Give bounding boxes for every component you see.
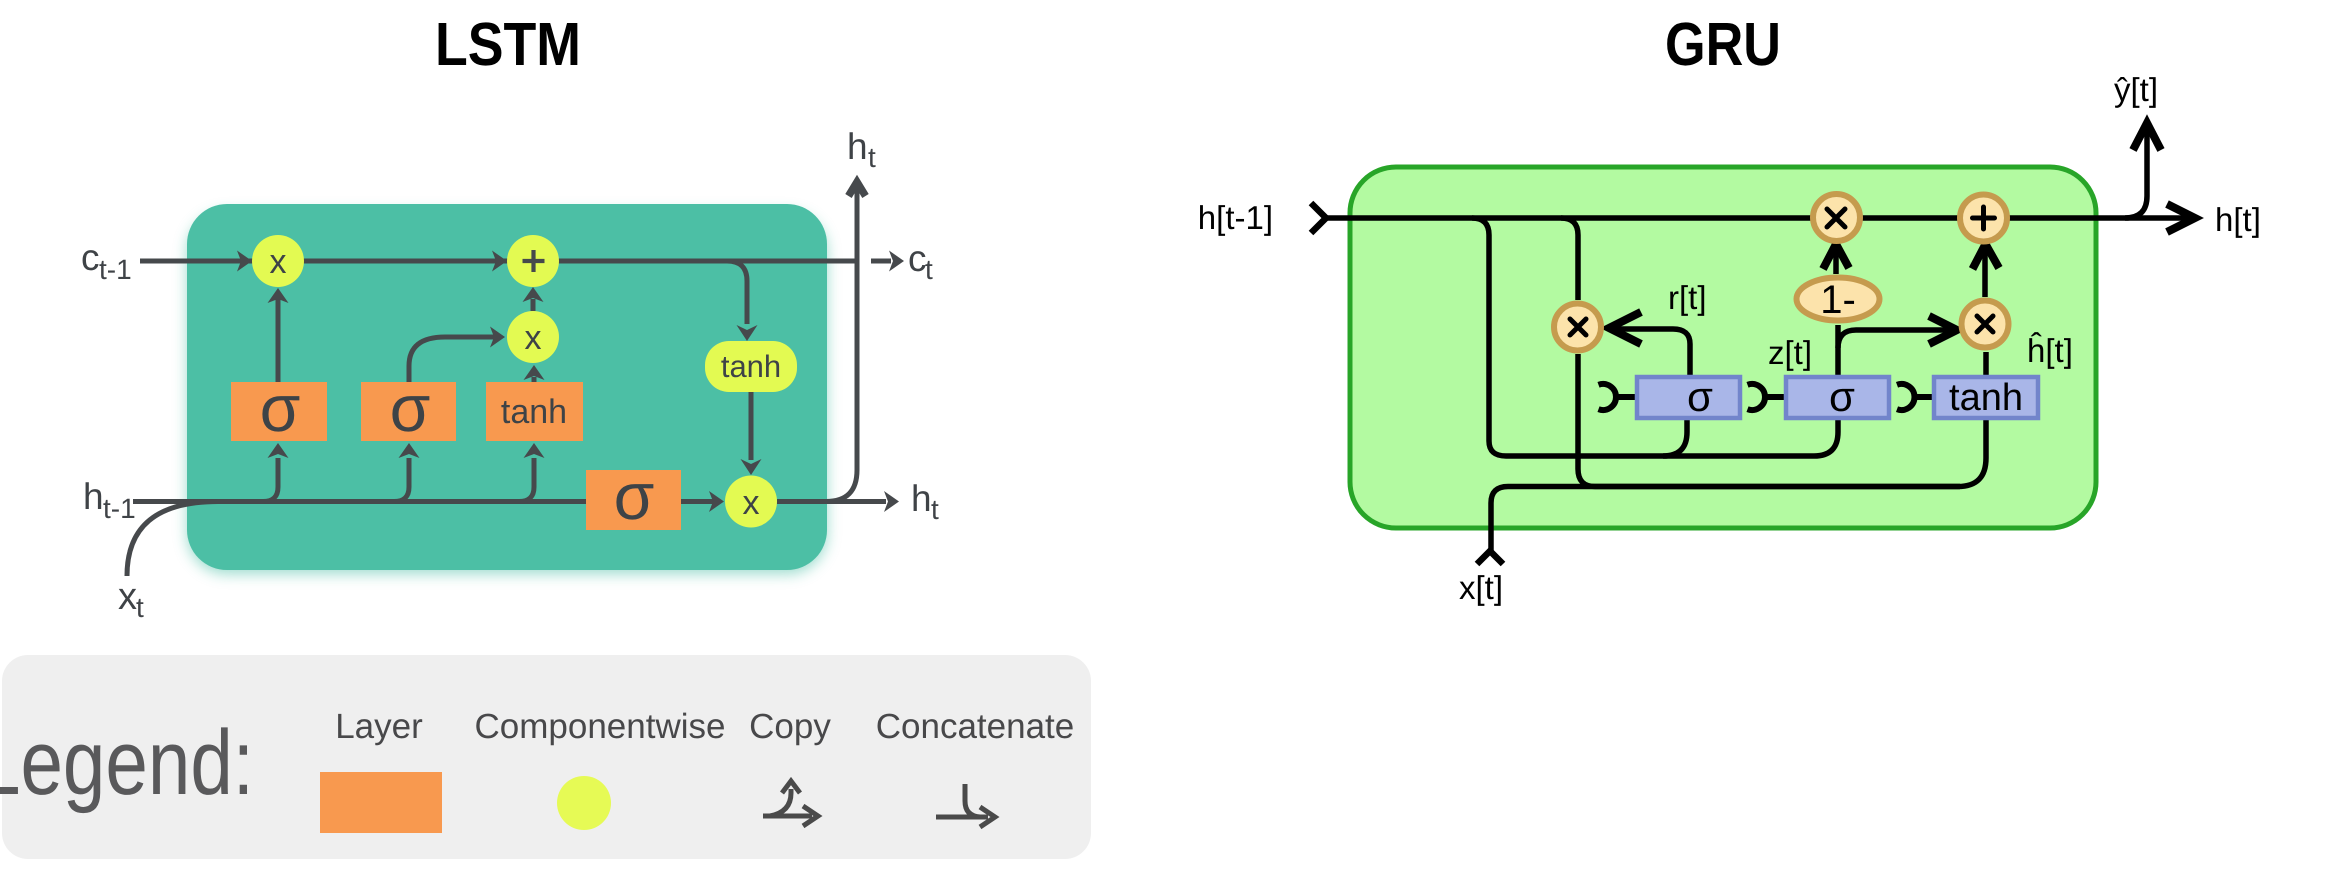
svg-text:σ: σ bbox=[1687, 373, 1713, 420]
svg-text:t: t bbox=[925, 254, 933, 285]
svg-text:tanh: tanh bbox=[1949, 377, 2023, 419]
svg-text:Concatenate: Concatenate bbox=[876, 707, 1074, 746]
svg-text:h[t]: h[t] bbox=[2215, 201, 2261, 238]
svg-text:ŷ[t]: ŷ[t] bbox=[2114, 71, 2158, 108]
svg-text:LSTM: LSTM bbox=[435, 10, 581, 78]
svg-text:r[t]: r[t] bbox=[1668, 279, 1707, 316]
svg-text:t: t bbox=[136, 592, 144, 623]
svg-text:z[t]: z[t] bbox=[1768, 334, 1812, 371]
svg-text:σ: σ bbox=[614, 459, 655, 533]
svg-text:t-1: t-1 bbox=[103, 493, 136, 524]
svg-text:Layer: Layer bbox=[335, 707, 423, 746]
svg-text:t-1: t-1 bbox=[99, 254, 132, 285]
svg-text:c: c bbox=[81, 237, 100, 278]
svg-text:tanh: tanh bbox=[501, 393, 567, 431]
svg-text:h: h bbox=[83, 476, 104, 517]
svg-text:Copy: Copy bbox=[749, 707, 831, 746]
svg-text:tanh: tanh bbox=[721, 349, 781, 384]
svg-text:σ: σ bbox=[260, 371, 301, 445]
svg-text:x: x bbox=[525, 319, 542, 357]
svg-text:x: x bbox=[743, 484, 760, 522]
svg-text:ĥ[t]: ĥ[t] bbox=[2027, 332, 2073, 369]
svg-text:h[t-1]: h[t-1] bbox=[1198, 199, 1273, 236]
svg-text:c: c bbox=[908, 238, 927, 279]
svg-text:h: h bbox=[911, 478, 932, 519]
svg-text:σ: σ bbox=[390, 371, 431, 445]
svg-text:x: x bbox=[118, 576, 137, 618]
svg-text:h: h bbox=[847, 126, 868, 167]
svg-text:Legend:: Legend: bbox=[0, 712, 254, 814]
svg-text:GRU: GRU bbox=[1665, 10, 1781, 78]
svg-text:Componentwise: Componentwise bbox=[475, 707, 726, 746]
svg-text:1-: 1- bbox=[1820, 278, 1856, 322]
svg-text:x[t]: x[t] bbox=[1459, 569, 1503, 606]
svg-text:σ: σ bbox=[1829, 373, 1855, 420]
svg-text:x: x bbox=[270, 243, 287, 281]
svg-text:t: t bbox=[868, 142, 876, 173]
svg-text:t: t bbox=[931, 494, 939, 525]
